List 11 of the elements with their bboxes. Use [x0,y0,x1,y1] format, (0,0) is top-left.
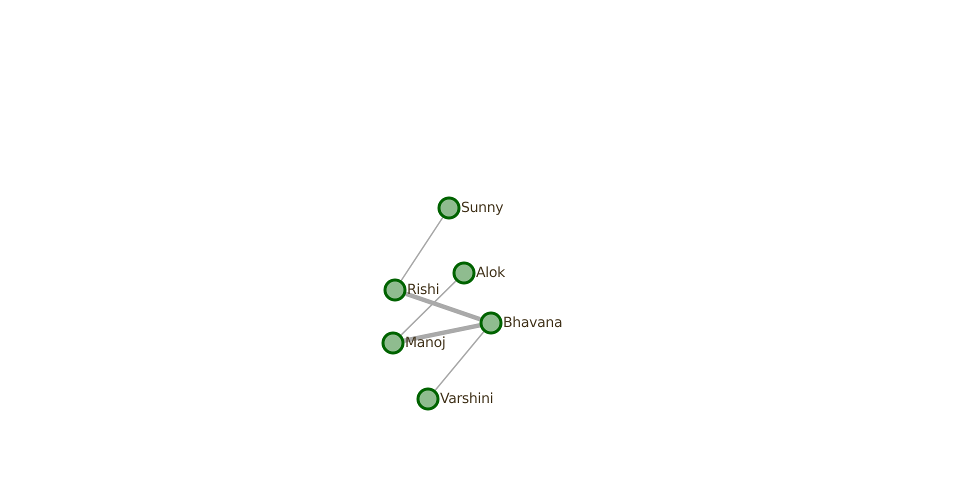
node-label: Bhavana [503,315,562,331]
node-label: Varshini [440,391,494,407]
node-label: Manoj [405,335,446,351]
connector-line [405,292,481,322]
connector-line [404,323,480,343]
node-label: Rishi [407,282,440,298]
node-label: Alok [476,265,505,281]
connector-line [400,217,444,281]
node-label: Sunny [461,200,504,216]
connector-line [434,331,484,391]
connector-line [400,280,456,336]
